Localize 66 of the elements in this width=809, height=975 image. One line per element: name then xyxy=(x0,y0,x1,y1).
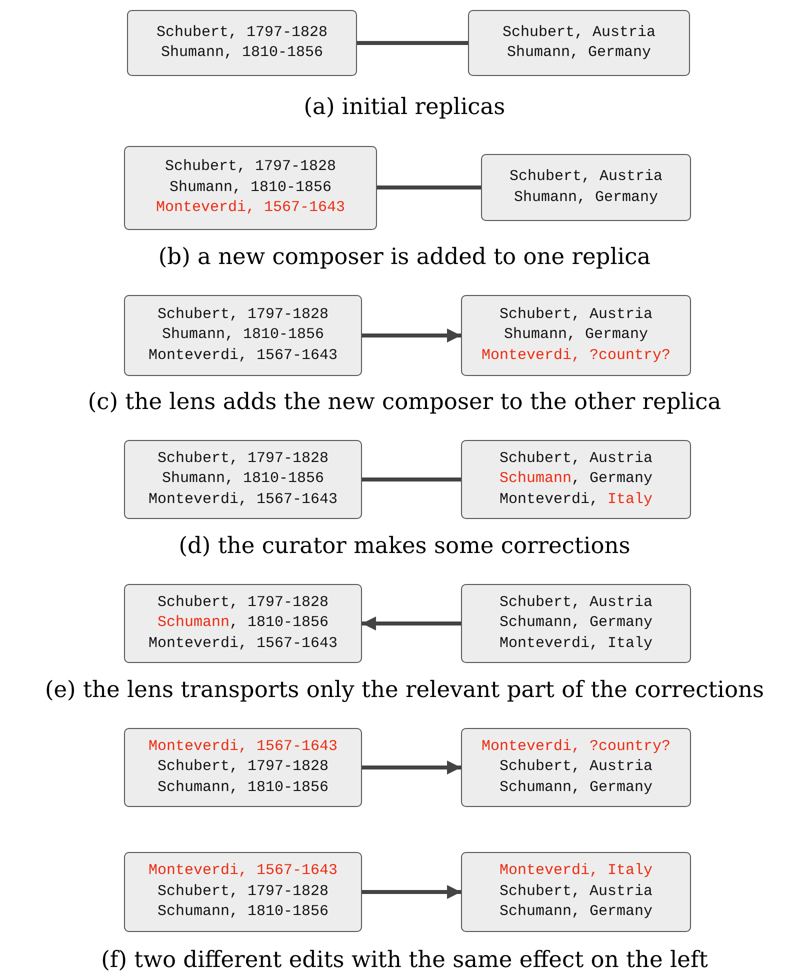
record-text: Monteverdi, 1567-1643 xyxy=(156,198,346,218)
replica-box xyxy=(461,584,691,663)
record-text: Schumann, 1810-1856 xyxy=(157,778,329,798)
arrow xyxy=(362,328,461,342)
replica-box xyxy=(124,584,362,663)
record-text: Schubert, Austria xyxy=(499,592,653,613)
record-text: Shumann, 1810-1856 xyxy=(160,43,324,63)
replica-box xyxy=(461,728,691,807)
record-text: Monteverdi, 1567-1643 xyxy=(148,346,338,366)
record-text: Schubert, Austria xyxy=(499,304,653,325)
record-text: Schumann, Germany xyxy=(499,469,653,490)
replica-box xyxy=(124,440,362,519)
record-text: Monteverdi, Italy xyxy=(499,634,653,654)
record-text: Schubert, 1797-1828 xyxy=(164,157,336,178)
record-text: Schubert, Austria xyxy=(502,22,656,42)
arrow xyxy=(362,760,461,774)
caption: (e) the lens transports only the relevant part of the corrections xyxy=(44,677,764,703)
record-text: Schumann, 1810-1856 xyxy=(157,902,329,922)
caption: (c) the lens adds the new composer to the other replica xyxy=(88,389,722,415)
record-text: Monteverdi, ?country? xyxy=(481,346,671,366)
record-text: Monteverdi, 1567-1643 xyxy=(148,861,338,882)
record-text: Shumann, 1810-1856 xyxy=(162,325,324,346)
record-text: Schubert, 1797-1828 xyxy=(157,304,329,325)
caption: (d) the curator makes some corrections xyxy=(178,533,630,559)
record-text: Schubert, 1797-1828 xyxy=(157,592,329,613)
connector-line xyxy=(362,478,461,482)
record-text: Schubert, Austria xyxy=(499,757,653,778)
replica-box xyxy=(461,852,691,932)
record-text: Schubert, 1797-1828 xyxy=(157,882,329,902)
record-text: Schubert, Austria xyxy=(499,882,653,902)
record-text: Monteverdi, ?country? xyxy=(481,736,671,757)
record-text: Schubert, 1797-1828 xyxy=(157,448,329,469)
record-text: Shumann, 1810-1856 xyxy=(162,469,324,490)
caption: (f) two different edits with the same effect on the left xyxy=(101,947,708,973)
record-text: Schubert, Austria xyxy=(509,167,663,187)
record-text: Monteverdi, 1567-1643 xyxy=(148,634,338,654)
connector-line xyxy=(377,186,481,190)
replica-box xyxy=(124,146,377,230)
record-text: Monteverdi, 1567-1643 xyxy=(148,736,338,757)
caption: (a) initial replicas xyxy=(304,94,506,120)
replica-box xyxy=(461,440,691,519)
connector-line xyxy=(357,41,468,45)
record-text: Monteverdi, Italy xyxy=(499,861,653,882)
record-text: Shumann, Germany xyxy=(506,43,652,63)
replica-box xyxy=(127,10,357,76)
replica-box xyxy=(124,295,362,376)
replica-box xyxy=(124,852,362,932)
record-text: Shumann, Germany xyxy=(504,325,648,346)
record-text: Schumann, Germany xyxy=(499,902,653,922)
record-text: Schumann, Germany xyxy=(499,613,653,634)
caption: (b) a new composer is added to one replica xyxy=(158,244,651,270)
record-text: Schubert, 1797-1828 xyxy=(157,757,329,778)
record-text: Monteverdi, Italy xyxy=(499,490,653,510)
record-text: Schumann, Germany xyxy=(499,778,653,798)
record-text: Shumann, Germany xyxy=(514,188,658,208)
record-text: Schubert, 1797-1828 xyxy=(156,22,328,42)
replica-box xyxy=(461,295,691,376)
record-text: Monteverdi, 1567-1643 xyxy=(148,490,338,510)
arrow xyxy=(362,885,461,899)
arrow xyxy=(362,616,461,630)
record-text: Schumann, 1810-1856 xyxy=(157,613,329,634)
replica-box xyxy=(468,10,690,76)
replica-box xyxy=(124,728,362,807)
record-text: Shumann, 1810-1856 xyxy=(169,178,332,198)
record-text: Schubert, Austria xyxy=(499,448,653,469)
replica-box xyxy=(481,154,691,221)
